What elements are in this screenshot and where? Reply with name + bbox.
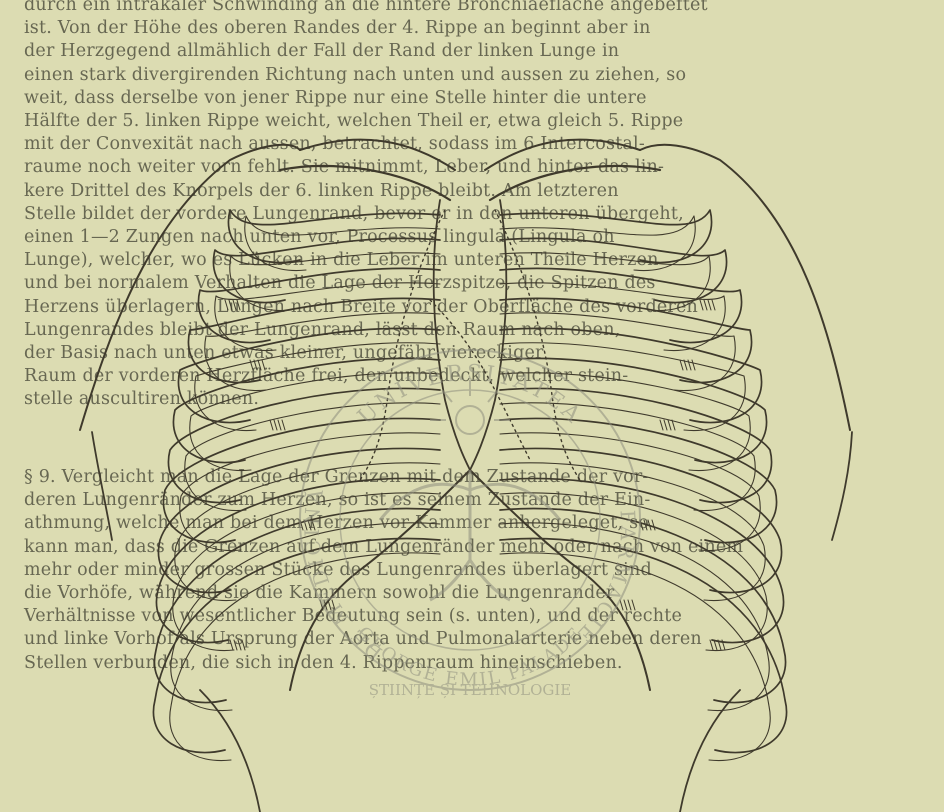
shading-hatch (278, 420, 281, 430)
shading-hatch (664, 420, 667, 430)
shading-hatch (668, 420, 671, 430)
shading-hatch (233, 300, 236, 310)
shading-hatch (688, 360, 691, 370)
eagle-emblem-icon (380, 470, 560, 600)
shading-hatch (624, 600, 627, 610)
shading-hatch (704, 300, 707, 310)
shading-hatch (700, 300, 703, 310)
lung-border-left (360, 210, 445, 480)
rib-left (213, 238, 440, 302)
shading-hatch (225, 300, 228, 310)
clavicle-left (280, 166, 450, 200)
university-watermark-seal: UNIVERSITATEA DE MEDICINĂ FARMACIE GEORG… (300, 350, 641, 699)
shading-hatch (680, 360, 683, 370)
shading-hatch (234, 640, 237, 650)
shading-hatch (708, 300, 711, 310)
arm-line-left (92, 432, 112, 540)
rib-left (228, 210, 440, 263)
lower-rib-end-left (200, 690, 260, 812)
lower-rib-end-right (680, 690, 740, 812)
shading-hatch (692, 360, 695, 370)
torso-outline-left (80, 145, 300, 430)
shading-hatch (237, 300, 240, 310)
rib-right (500, 238, 727, 302)
shading-hatch (660, 420, 663, 430)
shading-hatch (274, 420, 277, 430)
rib-right (500, 210, 712, 263)
shading-hatch (632, 600, 635, 610)
rib-left (188, 298, 440, 382)
shading-hatch (262, 360, 265, 370)
shading-hatch (230, 640, 233, 650)
shading-hatch (652, 520, 655, 530)
watermark-text-bottom-2: ȘTIINȚE ȘI TEHNOLOGIE (369, 681, 572, 699)
shading-hatch (282, 420, 285, 430)
rib-left-inner (215, 283, 440, 351)
shading-hatch (628, 600, 631, 610)
shading-hatch (229, 300, 232, 310)
shading-hatch (712, 300, 715, 310)
shading-hatch (242, 640, 245, 650)
rib-right-inner (500, 283, 725, 351)
shading-hatch (258, 360, 261, 370)
arm-line-right (832, 432, 852, 540)
lung-border-right (495, 210, 580, 480)
shading-hatch (710, 640, 713, 650)
clavicle-right (490, 166, 660, 200)
shading-hatch (270, 420, 273, 430)
rib-right (500, 298, 752, 382)
shading-hatch (238, 640, 241, 650)
